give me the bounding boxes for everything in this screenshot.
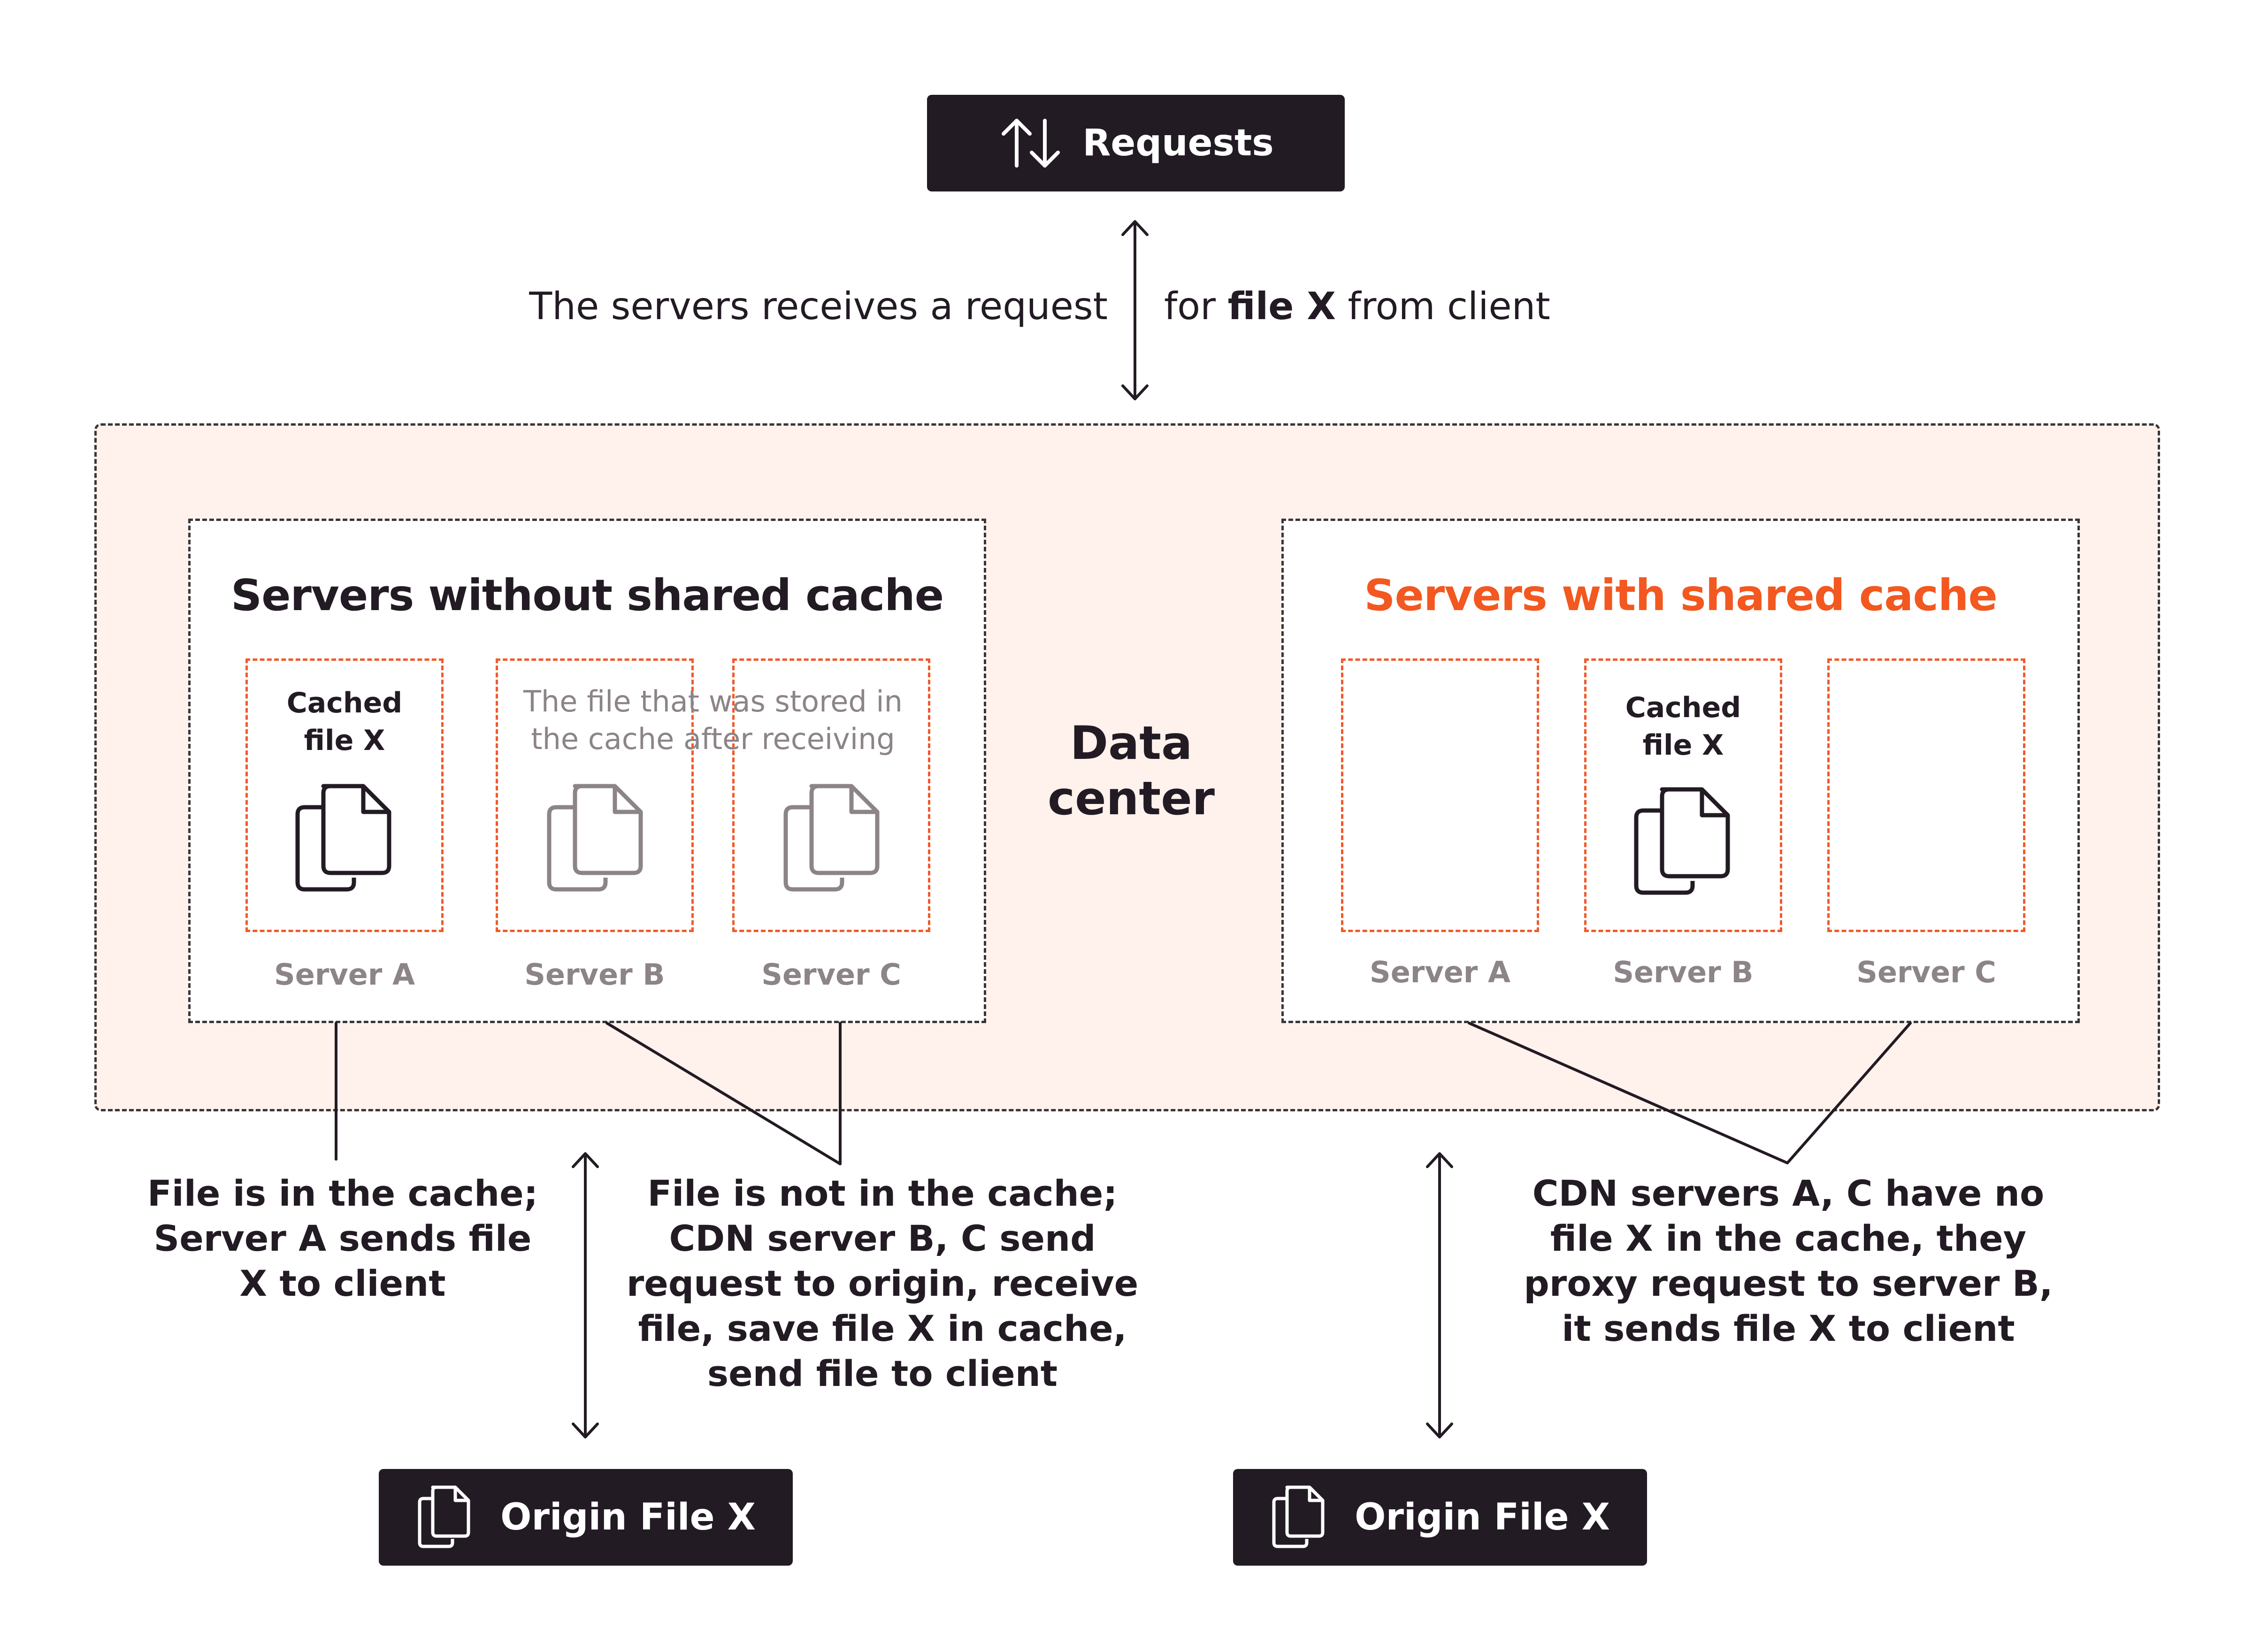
file-copy-icon — [418, 1485, 470, 1548]
shared-cached-file-caption: Cached file X — [1625, 691, 1741, 762]
shared-server-a-slot — [1341, 658, 1539, 932]
note-server-a: File is in the cache; Server A sends fil… — [147, 1172, 538, 1304]
origin-left-box: Origin File X — [379, 1469, 793, 1566]
right-server-a-label: Server A — [1370, 955, 1510, 989]
server-b-slot — [496, 658, 694, 932]
origin-left-label: Origin File X — [500, 1496, 756, 1538]
origin-right-box: Origin File X — [1233, 1469, 1647, 1566]
shared-cached-file-icon — [1634, 787, 1730, 895]
left-server-b-label: Server B — [524, 957, 665, 992]
left-server-a-label: Server A — [274, 957, 415, 992]
file-copy-icon — [1272, 1485, 1325, 1548]
request-text-right: for file X from client — [1164, 284, 1550, 328]
stored-after-receiving-note: The file that was stored in the cache af… — [523, 684, 903, 756]
note-server-bc: File is not in the cache; CDN server B, … — [626, 1172, 1139, 1394]
server-a-slot: Cached file X — [245, 658, 444, 932]
shared-connector — [1468, 1022, 1912, 1164]
cached-file-caption: Cached file X — [286, 687, 403, 757]
cached-file-icon — [295, 784, 391, 892]
request-text-left: The servers receives a request — [529, 284, 1108, 328]
file-x-emphasis: file X — [1227, 284, 1336, 328]
shared-server-c-slot — [1827, 658, 2025, 932]
left-server-c-label: Server C — [761, 957, 901, 992]
origin-right-label: Origin File X — [1355, 1496, 1610, 1538]
group-with-shared-cache: Servers with shared cache — [1281, 519, 2080, 1023]
note-shared: CDN servers A, C have no file X in the c… — [1524, 1172, 2053, 1349]
group-without-shared-cache: Servers without shared cache — [188, 519, 986, 1023]
faded-file-icon-b — [547, 784, 643, 892]
data-center-label: Data center — [1048, 717, 1215, 826]
faded-file-icon-c — [783, 784, 880, 892]
group-title-without-shared-cache: Servers without shared cache — [230, 570, 944, 620]
requests-box: Requests — [927, 95, 1345, 191]
group-title-with-shared-cache: Servers with shared cache — [1364, 570, 1998, 620]
right-server-b-label: Server B — [1613, 955, 1754, 989]
shared-server-b-slot: Cached file X — [1584, 658, 1782, 932]
right-server-c-label: Server C — [1856, 955, 1996, 989]
server-c-slot — [732, 658, 930, 932]
requests-label: Requests — [1082, 122, 1274, 164]
arrows-up-down-icon — [1002, 119, 1060, 168]
server-bc-connector — [605, 1022, 842, 1165]
